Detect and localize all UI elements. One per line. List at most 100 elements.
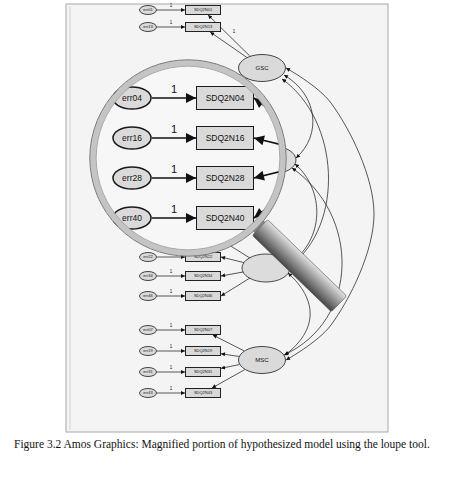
text-holder: err01 <box>139 5 157 15</box>
variable-name: err04 <box>122 94 142 103</box>
ellipse-shape <box>113 207 151 229</box>
text-holder: SDQ2N31 <box>186 368 220 376</box>
loading-arrow <box>221 272 243 276</box>
item-name: SDQ2N01 <box>194 8 212 12</box>
variable-name: GSC <box>255 65 268 71</box>
variable-ellipse: err46 <box>139 291 157 301</box>
observed-box: SDQ2N43 <box>185 388 221 398</box>
text-holder: SDQ2N13 <box>186 23 220 31</box>
observed-box: SDQ2N34 <box>185 271 221 281</box>
loupe-rim-edge <box>90 60 286 256</box>
text-holder: err31 <box>139 367 157 377</box>
path-arrow <box>221 354 239 357</box>
path-weight: 1 <box>170 387 173 392</box>
variable-name: err13 <box>143 25 152 29</box>
ellipse-shape <box>140 347 157 356</box>
observed-box: SDQ2N19 <box>185 346 221 356</box>
text-holder: SDQ2N43 <box>186 389 220 397</box>
ellipse-shape <box>239 347 286 374</box>
path-arrow <box>152 217 196 219</box>
text-holder: SDQ2N46 <box>186 292 220 300</box>
path-arrow <box>157 393 185 394</box>
text-holder: SDQ2N28 <box>197 167 253 189</box>
text-holder: MSC <box>238 346 286 374</box>
text-holder: SDQ2N19 <box>186 347 220 355</box>
variable-name: err16 <box>122 134 142 143</box>
ellipse-shape <box>140 23 157 32</box>
path-weight: 1 <box>171 204 177 215</box>
item-name: SDQ2N40 <box>206 214 245 223</box>
covariance-curve <box>282 79 329 266</box>
covariance-curve <box>284 75 313 158</box>
path-arrow <box>152 137 196 139</box>
path-arrow <box>210 32 246 57</box>
variable-ellipse: MSC <box>238 346 286 374</box>
loupe-lens <box>93 63 283 253</box>
variable-ellipse: err31 <box>139 367 157 377</box>
path-arrow <box>221 365 239 369</box>
item-name: SDQ2N43 <box>194 391 212 395</box>
ellipse-shape <box>140 368 157 377</box>
variable-ellipse: err07 <box>139 325 157 335</box>
path-arrow <box>157 372 185 373</box>
text-holder: err46 <box>139 291 157 301</box>
item-name: SDQ2N34 <box>194 274 212 278</box>
observed-box: SDQ2N13 <box>185 22 221 32</box>
path-weight: 1 <box>170 290 173 295</box>
ellipse-shape <box>140 253 157 262</box>
ellipse-shape <box>113 167 151 189</box>
text-holder: err13 <box>139 22 157 32</box>
ellipse-shape <box>140 272 157 281</box>
item-name: SDQ2N07 <box>194 328 212 332</box>
text-holder: err28 <box>112 166 152 190</box>
variable-ellipse: err19 <box>139 346 157 356</box>
observed-box: SDQ2N04 <box>196 86 254 110</box>
observed-box: SDQ2N07 <box>185 325 221 335</box>
path-arrow <box>157 351 185 352</box>
path-weight: 1 <box>171 84 177 95</box>
variable-name: err22 <box>143 255 152 259</box>
loupe-rim-edge <box>96 66 280 250</box>
text-holder: err22 <box>139 252 157 262</box>
path-weight: 1 <box>170 270 173 275</box>
ellipse-shape <box>113 87 151 109</box>
ellipse-shape <box>140 292 157 301</box>
observed-box: SDQ2N16 <box>196 126 254 150</box>
variable-name: err43 <box>143 391 152 395</box>
text-holder: SDQ2N01 <box>186 6 220 14</box>
path-weight: 1 <box>170 345 173 350</box>
item-name: SDQ2N16 <box>206 134 245 143</box>
path-weight: 1 <box>171 124 177 135</box>
variable-ellipse: err01 <box>139 5 157 15</box>
panel-edge <box>70 6 71 430</box>
text-holder: SDQ2N40 <box>197 207 253 229</box>
variable-name: err34 <box>143 274 152 278</box>
text-holder: SDQ2N34 <box>186 272 220 280</box>
path-weight: 1 <box>170 21 173 26</box>
loading-arrow <box>254 158 335 178</box>
text-holder: SDQ2N04 <box>197 87 253 109</box>
path-arrow <box>157 10 185 11</box>
observed-box: SDQ2N31 <box>185 367 221 377</box>
ellipse-shape <box>239 55 286 82</box>
item-name: SDQ2N19 <box>194 349 212 353</box>
text-holder: err34 <box>139 271 157 281</box>
variable-name: MSC <box>255 357 268 363</box>
variable-name: err07 <box>143 328 152 332</box>
canvas-panel <box>66 4 388 432</box>
path-arrow <box>157 296 185 297</box>
variable-ellipse: err22 <box>139 252 157 262</box>
figure-caption: Figure 3.2 Amos Graphics: Magnified port… <box>14 437 442 451</box>
text-holder: err07 <box>139 325 157 335</box>
item-name: SDQ2N46 <box>194 294 212 298</box>
observed-box: SDQ2N01 <box>185 5 221 15</box>
item-name: SDQ2N31 <box>194 370 212 374</box>
path-weight: 1 <box>170 4 173 9</box>
path-arrow <box>157 276 185 277</box>
path-arrow <box>157 330 185 331</box>
variable-name: err01 <box>143 8 152 12</box>
observed-box: SDQ2N40 <box>196 206 254 230</box>
path-arrow <box>157 257 185 258</box>
loading-arrow <box>221 278 250 296</box>
